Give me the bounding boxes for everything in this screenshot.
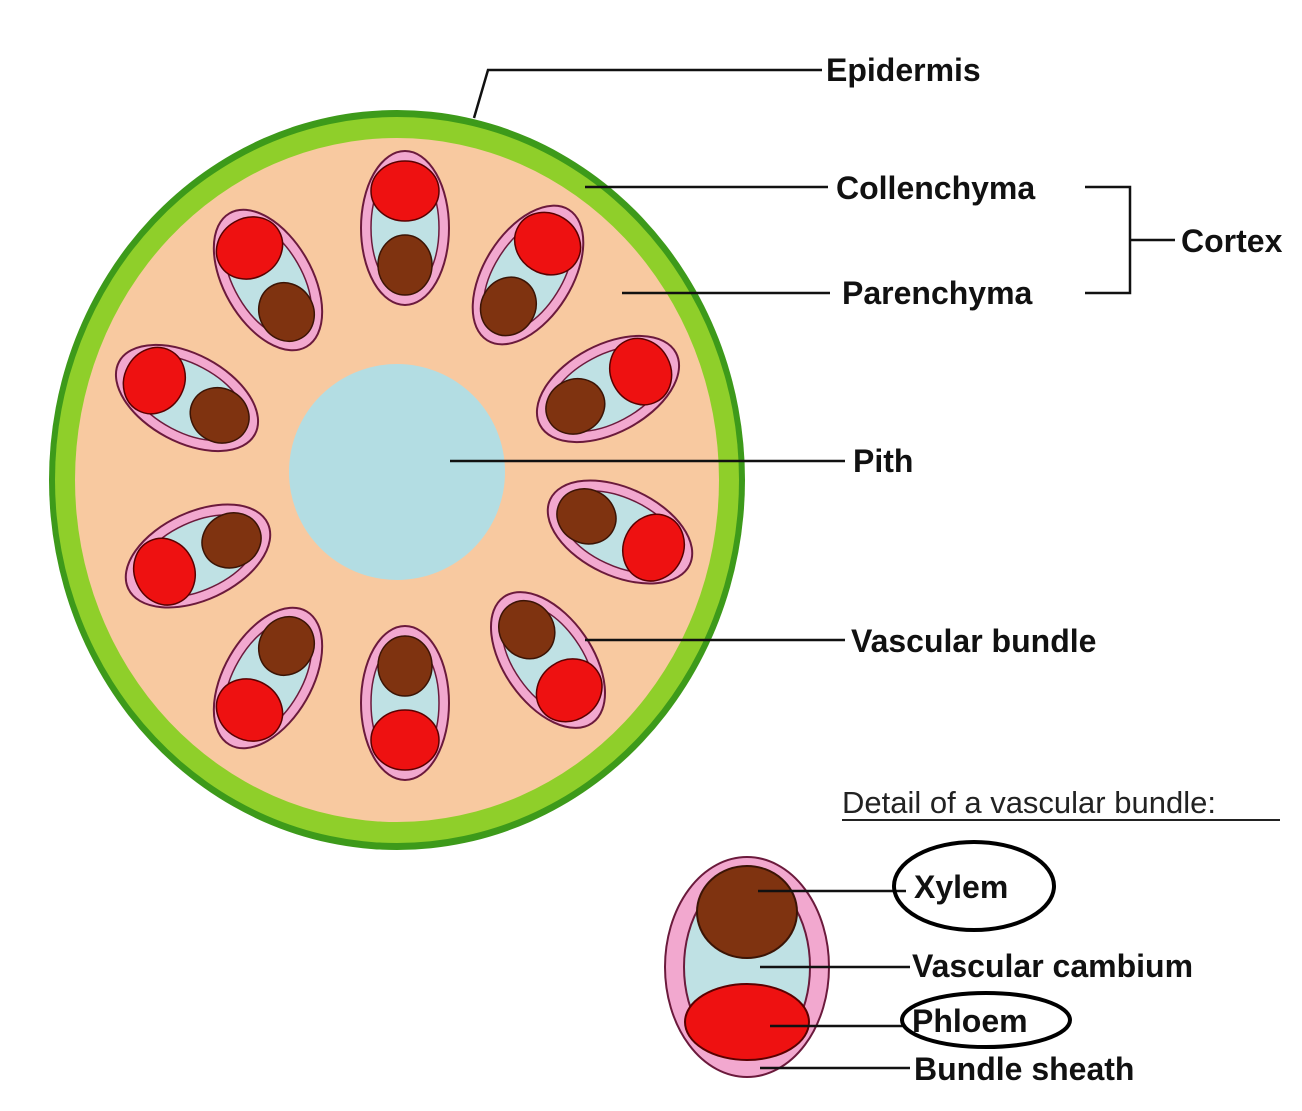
vascular-bundle xyxy=(124,503,272,609)
xylem-label: Xylem xyxy=(914,869,1008,905)
xylem xyxy=(377,635,433,697)
vascular-bundle-ring xyxy=(114,150,694,781)
vascular-cambium-label: Vascular cambium xyxy=(912,948,1193,984)
bundle-sheath-label: Bundle sheath xyxy=(914,1051,1134,1087)
xylem xyxy=(257,282,316,343)
xylem xyxy=(545,377,606,435)
epidermis-leader xyxy=(472,68,822,119)
phloem xyxy=(535,658,603,723)
vascular-bundle xyxy=(212,606,324,750)
phloem xyxy=(132,537,196,606)
vascular-bundle xyxy=(114,343,260,453)
leader-lines xyxy=(450,68,1175,642)
phloem xyxy=(215,216,284,280)
cortex-label: Cortex xyxy=(1181,223,1283,259)
phloem xyxy=(370,709,440,771)
phloem xyxy=(513,211,582,276)
collenchyma-label: Collenchyma xyxy=(836,170,1035,206)
vascular-bundle xyxy=(360,150,450,306)
phloem xyxy=(215,678,284,742)
xylem-highlight-circle xyxy=(892,840,1056,932)
detail-heading: Detail of a vascular bundle: xyxy=(842,785,1216,820)
xylem xyxy=(189,386,250,444)
vascular-bundle xyxy=(471,204,585,346)
xylem xyxy=(479,276,538,337)
vascular-bundle xyxy=(546,479,694,585)
phloem xyxy=(122,346,187,415)
detail-vascular-bundle xyxy=(664,856,830,1078)
pith-region xyxy=(289,364,505,580)
detail-phloem xyxy=(684,983,810,1061)
pith-label: Pith xyxy=(853,443,913,479)
xylem xyxy=(257,615,316,676)
detail-xylem xyxy=(696,865,798,959)
xylem xyxy=(201,512,262,569)
vascular-bundle xyxy=(489,591,607,729)
epidermis-label: Epidermis xyxy=(826,52,981,88)
vascular-bundle xyxy=(535,334,681,444)
xylem xyxy=(377,234,433,296)
xylem xyxy=(498,599,556,660)
phloem-label: Phloem xyxy=(912,1003,1028,1039)
phloem xyxy=(608,337,673,406)
xylem xyxy=(556,488,617,545)
phloem-highlight-circle xyxy=(900,991,1072,1049)
phloem xyxy=(622,513,686,582)
parenchyma-label: Parenchyma xyxy=(842,275,1033,311)
detail-leader-lines xyxy=(758,889,910,1070)
cortex-bracket xyxy=(1085,185,1132,295)
phloem xyxy=(370,160,440,222)
vascular-bundle xyxy=(212,208,324,352)
vascular-bundle xyxy=(360,625,450,781)
vascular-bundle-label: Vascular bundle xyxy=(851,623,1096,659)
